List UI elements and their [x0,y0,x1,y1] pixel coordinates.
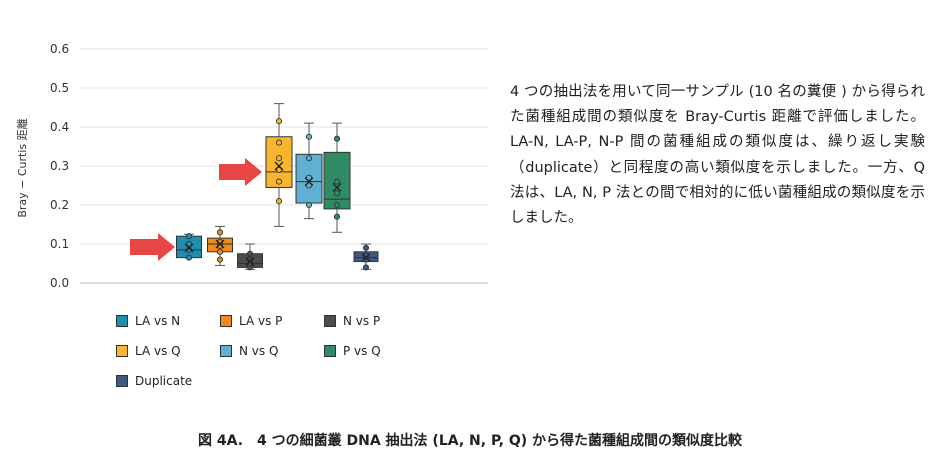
data-point [362,264,370,271]
legend-item-la-vs-p: LA vs P [220,314,282,328]
legend-swatch [116,315,128,327]
data-point [275,178,283,185]
y-axis-label: Bray − Curtis 距離 [15,118,29,217]
legend-item-n-vs-p: N vs P [324,314,380,328]
y-tick-label: 0.4 [50,120,69,134]
legend-item-duplicate: Duplicate [116,374,192,388]
legend-label: LA vs Q [135,344,181,358]
mean-marker [274,161,284,171]
legend-swatch [220,345,232,357]
legend-label: Duplicate [135,374,193,388]
data-point [362,244,370,251]
legend-swatch [324,315,336,327]
legend-label: N vs Q [239,344,279,358]
data-point [275,118,283,125]
data-point [305,182,313,189]
y-tick-label: 0.2 [50,198,69,212]
y-tick-label: 0.3 [50,159,69,173]
mean-marker [245,257,255,267]
red-arrow-icon [219,158,262,186]
legend-label: LA vs P [239,314,283,328]
data-point [185,254,193,261]
description-text: 4 つの抽出法を用いて同一サンプル (10 名の糞便 ) から得られた菌種組成間… [510,84,925,227]
y-tick-label: 0.0 [50,276,69,290]
data-point [275,166,283,173]
data-point [333,135,341,142]
mean-marker [304,177,314,187]
legend-item-p-vs-q: P vs Q [324,344,381,358]
mean-marker [184,243,194,253]
data-point [275,139,283,146]
y-tick-label: 0.1 [50,237,69,251]
legend-label: LA vs N [135,314,181,328]
data-point [305,174,313,181]
data-point [216,256,224,263]
legend-swatch [324,345,336,357]
legend-swatch [116,345,128,357]
red-arrow-icon [130,233,175,261]
mean-marker [361,253,371,263]
data-point [333,190,341,197]
data-point [275,155,283,162]
legend-swatch [220,315,232,327]
data-point [305,133,313,140]
legend-item-la-vs-q: LA vs Q [116,344,181,358]
data-point [333,201,341,209]
data-point [333,178,341,185]
legend-item-n-vs-q: N vs Q [220,344,278,358]
mean-marker [332,182,342,192]
data-point [216,248,224,255]
data-point [333,213,341,220]
chart-legend: LA vs N LA vs P N vs P LA vs Q N vs Q P … [116,314,416,404]
mean-marker [215,239,225,249]
legend-label: P vs Q [343,344,381,358]
data-point [185,240,193,248]
data-point [185,233,193,240]
legend-label: N vs P [343,314,381,328]
data-point [275,198,283,205]
data-point [305,201,313,209]
legend-item-la-vs-n: LA vs N [116,314,180,328]
figure-caption: 図 4A. 4 つの細菌叢 DNA 抽出法 (LA, N, P, Q) から得た… [197,433,742,449]
data-point [305,155,313,162]
y-tick-label: 0.5 [50,81,69,95]
data-point [216,229,224,236]
legend-swatch [116,375,128,387]
y-tick-label: 0.6 [50,42,69,56]
data-point [246,250,254,257]
